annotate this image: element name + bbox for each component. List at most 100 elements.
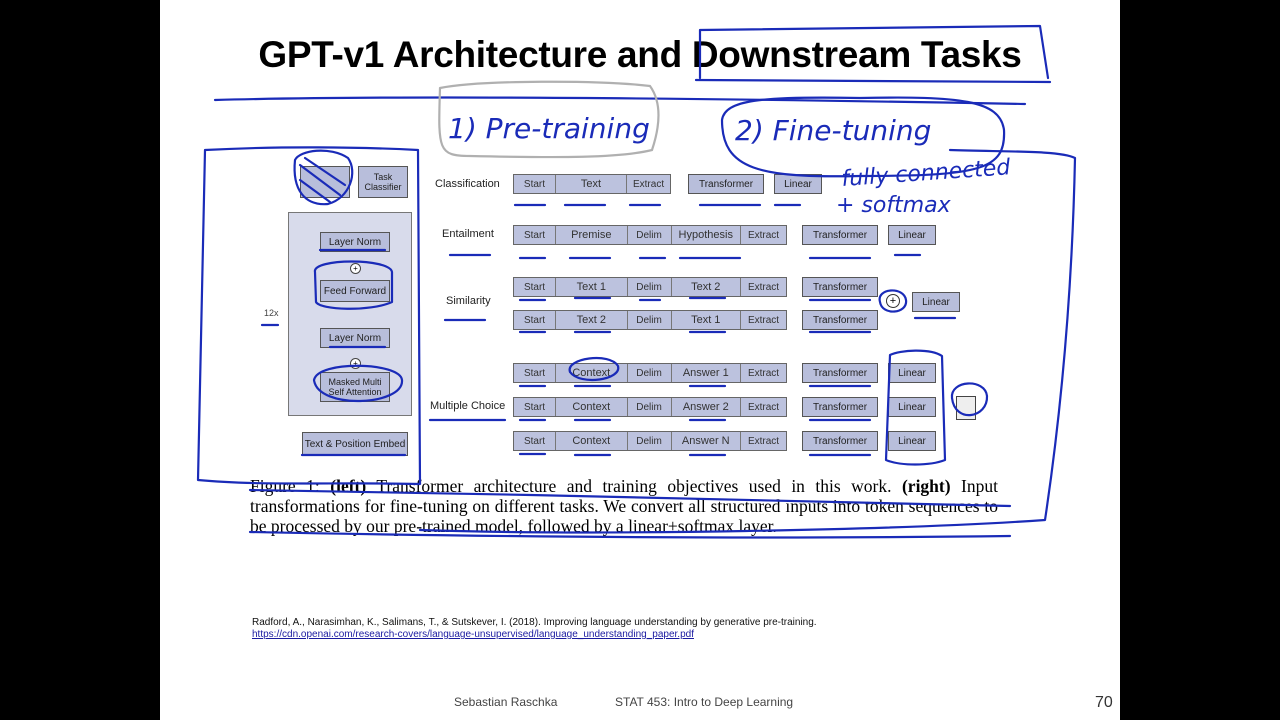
residual-add-top-icon: + [350,263,361,274]
linear-box: Linear [888,431,936,451]
transformer-label: Transformer [698,178,754,190]
token: Delim [628,226,672,244]
transformer-label: Transformer [812,435,868,447]
transformer-label: Transformer [812,281,868,293]
task-classifier-box: Task Classifier [358,166,408,198]
figure: Task Classifier Layer Norm Feed Forward … [160,0,1120,720]
token: Text 1 [556,278,628,296]
token: Extract [747,281,780,293]
token: Start [514,278,557,296]
seq-mc-2: Start Context Delim Answer 2 Extract [513,397,787,417]
token: Extract [747,229,780,241]
token: Start [514,175,556,193]
token: Text [556,175,628,193]
transformer-label: Transformer [812,314,868,326]
token: Answer 2 [672,398,741,416]
task-classifier-label: Task Classifier [364,172,402,192]
embed-label: Text & Position Embed [304,438,406,450]
slide: GPT-v1 Architecture and Downstream Tasks… [160,0,1120,720]
linear-label: Linear [922,296,950,308]
token: Context [556,398,628,416]
token: Delim [628,311,672,329]
token: Text 2 [556,311,628,329]
softmax-icon [956,396,976,420]
linear-box: Linear [888,225,936,245]
transformer-box: Transformer [802,363,878,383]
token: Delim [628,278,672,296]
transformer-label: Transformer [812,229,868,241]
feed-forward-label: Feed Forward [323,285,387,297]
token: Text 1 [672,311,741,329]
transformer-label: Transformer [812,367,868,379]
transformer-label: Transformer [812,401,868,413]
caption-right-bold: (right) [901,476,951,496]
residual-add-bottom-icon: + [350,358,361,369]
token: Extract [747,367,780,379]
reference-link[interactable]: https://cdn.openai.com/research-covers/l… [252,629,694,640]
transformer-box: Transformer [688,174,764,194]
token: Start [514,364,557,382]
token: Text 2 [672,278,741,296]
token: Delim [628,364,672,382]
repeat-label: 12x [264,308,279,318]
linear-box: Linear [888,397,936,417]
plus-glyph: + [353,264,358,273]
seq-entailment: Start Premise Delim Hypothesis Extract [513,225,787,245]
linear-box: Linear [888,363,936,383]
transformer-box: Transformer [802,225,878,245]
token: Start [514,226,557,244]
text-prediction-box [300,166,350,198]
token: Hypothesis [672,226,741,244]
task-label-multiple-choice: Multiple Choice [430,400,506,412]
embed-box: Text & Position Embed [302,432,408,456]
figure-caption: Figure 1: (left) Transformer architectur… [250,476,998,536]
token: Premise [556,226,628,244]
masked-attention-box: Masked Multi Self Attention [320,372,390,402]
layer-norm-bottom-label: Layer Norm [328,332,382,344]
seq-mc-1: Start Context Delim Answer 1 Extract [513,363,787,383]
caption-prefix: Figure 1: [250,476,331,496]
plus-glyph: + [353,359,358,368]
transformer-box: Transformer [802,431,878,451]
linear-label: Linear [898,367,926,379]
token: Extract [747,314,780,326]
seq-similarity-2: Start Text 2 Delim Text 1 Extract [513,310,787,330]
token: Start [514,398,557,416]
token: Start [514,432,557,450]
linear-label: Linear [898,229,926,241]
token: Start [514,311,557,329]
footer-course: STAT 453: Intro to Deep Learning [615,695,794,709]
token: Answer N [672,432,741,450]
transformer-box: Transformer [802,397,878,417]
transformer-box: Transformer [802,310,878,330]
reference: Radford, A., Narasimhan, K., Salimans, T… [252,617,817,641]
caption-left-bold: (left) [330,476,367,496]
page-number: 70 [1095,694,1113,711]
linear-box: Linear [912,292,960,312]
feed-forward-box: Feed Forward [320,280,390,302]
token: Answer 1 [672,364,741,382]
footer-author: Sebastian Raschka [454,695,558,709]
task-label-classification: Classification [435,178,500,190]
reference-citation: Radford, A., Narasimhan, K., Salimans, T… [252,617,817,628]
linear-label: Linear [898,401,926,413]
token: Delim [628,432,672,450]
token: Context [556,364,628,382]
seq-similarity-1: Start Text 1 Delim Text 2 Extract [513,277,787,297]
plus-glyph: + [889,295,897,307]
token: Extract [632,178,665,190]
layer-norm-bottom-box: Layer Norm [320,328,390,348]
seq-mc-3: Start Context Delim Answer N Extract [513,431,787,451]
similarity-add-icon: + [886,294,900,308]
layer-norm-top-box: Layer Norm [320,232,390,252]
task-label-similarity: Similarity [446,295,491,307]
token: Extract [747,435,780,447]
linear-label: Linear [784,178,812,190]
masked-attention-label: Masked Multi Self Attention [328,377,382,397]
caption-mid: Transformer architecture and training ob… [366,476,902,496]
token: Delim [628,398,672,416]
transformer-box: Transformer [802,277,878,297]
seq-classification: Start Text Extract [513,174,671,194]
linear-box: Linear [774,174,822,194]
token: Context [556,432,628,450]
